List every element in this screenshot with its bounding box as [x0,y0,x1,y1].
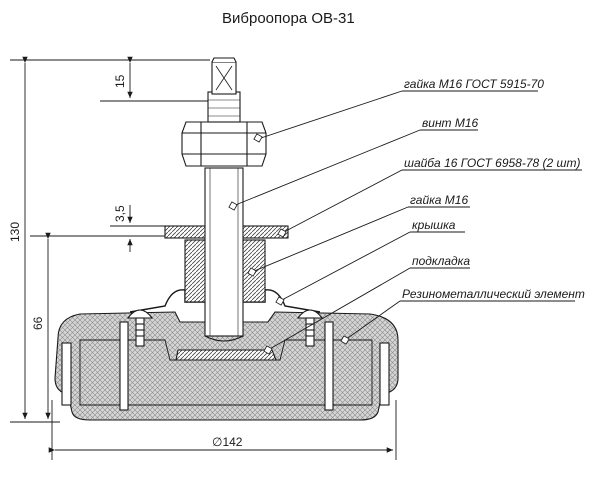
callout-pad: подкладка [412,254,470,268]
vibration-mount [54,57,399,421]
diagram-title: Виброопора ОВ-31 [222,10,355,27]
right-screw [296,309,324,347]
dimension-lines [10,56,397,460]
upper-hex-nut [181,121,267,167]
callout-nut-m16: гайка М16 [410,193,468,207]
callout-washer: шайба 16 ГОСТ 6958-78 (2 шт) [404,156,580,170]
leader-pad [267,267,470,351]
leader-lines [232,90,582,351]
dim-15-label: 15 [113,74,127,88]
leader-nut-top [257,90,538,140]
inner-insert [175,349,277,361]
dim-35-label: 3,5 [113,205,127,222]
callout-nut-m16-gost: гайка М16 ГОСТ 5915-70 [404,77,544,91]
callout-cover: крышка [412,218,456,232]
leader-washer [281,169,582,234]
left-pillar [119,321,129,411]
dim-142-label: ∅142 [212,435,243,449]
dim-130-label: 130 [8,222,22,242]
leader-cover [279,231,465,302]
dim-66-label: 66 [31,316,45,330]
left-screw [126,309,154,347]
leader-bolt [232,129,478,207]
leader-rubber [344,300,575,341]
threaded-stud [207,91,241,123]
leader-dots [228,133,350,355]
callout-bolt-m16: винт М16 [422,116,479,130]
bolt-shank [204,167,244,337]
right-pillar [324,321,334,411]
callout-rubber-element: Резинометаллический элемент [402,287,585,301]
leader-nut-lower [251,206,470,273]
right-side-sleeve [379,342,390,406]
left-side-sleeve [61,342,72,406]
